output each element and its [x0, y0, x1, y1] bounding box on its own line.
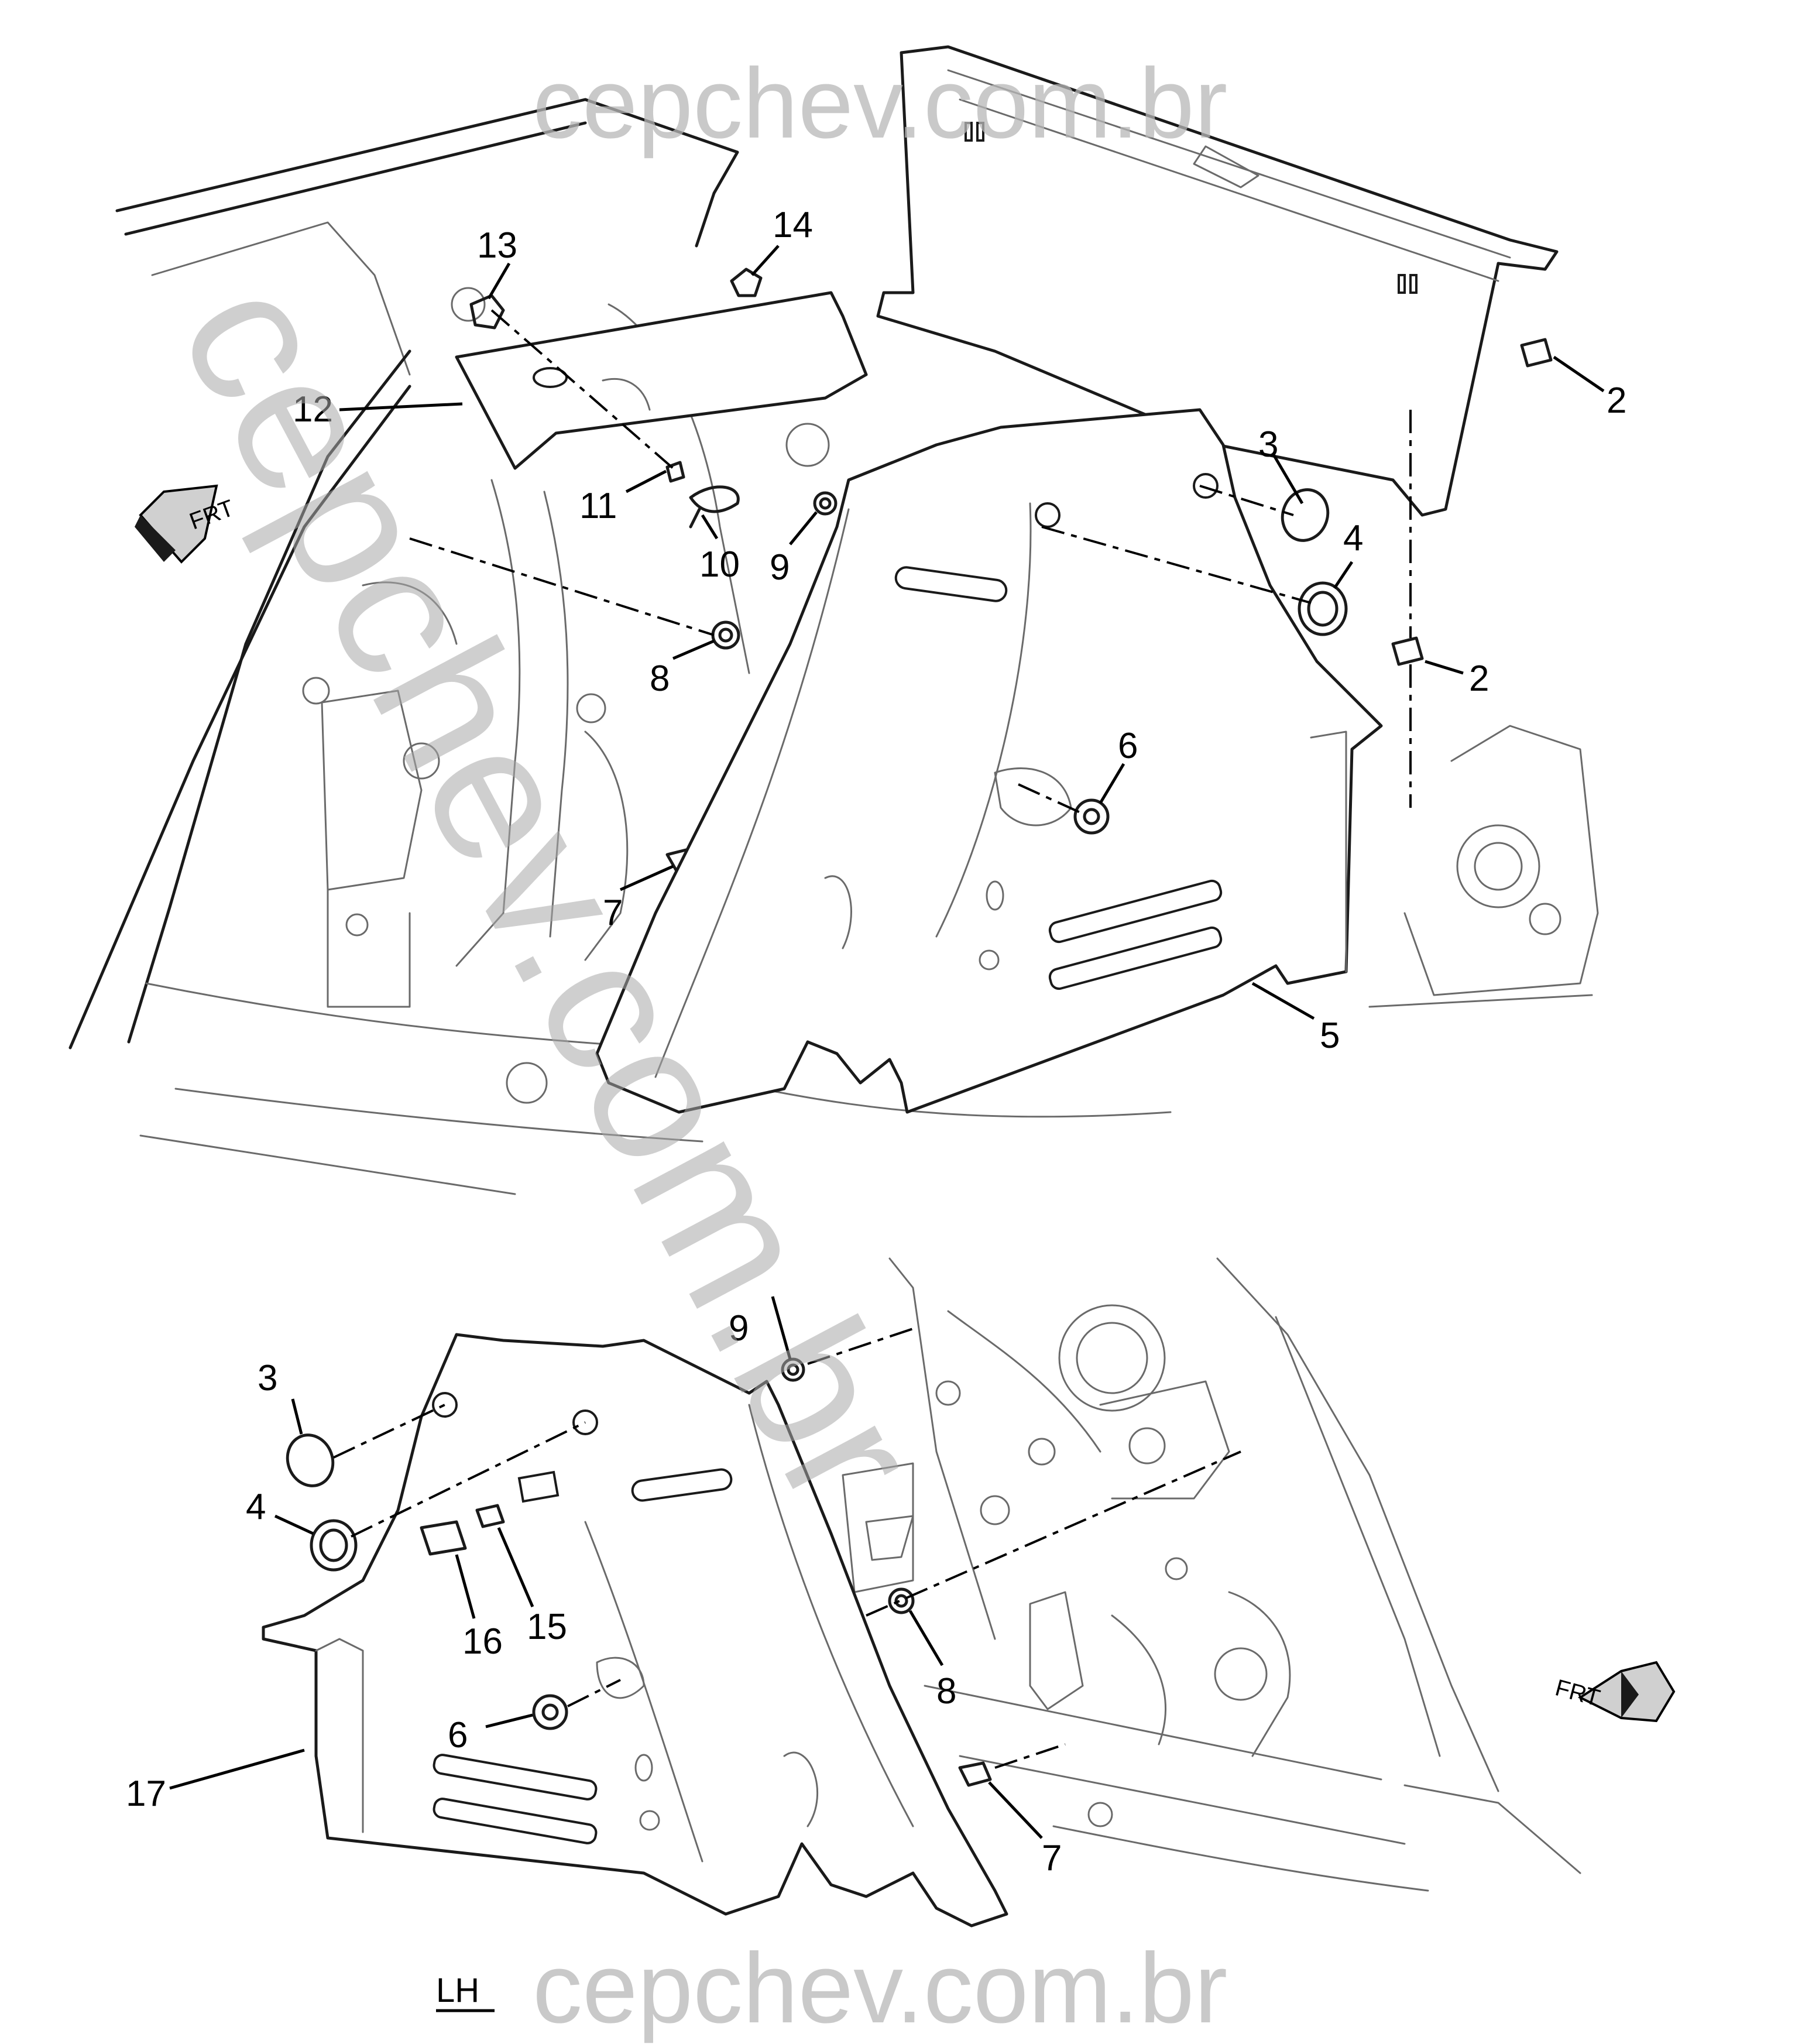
callout-12: 12: [293, 389, 333, 430]
part-5-quarter-trim-panel: [595, 408, 1383, 1114]
part-2-clip-upper: [1520, 338, 1553, 368]
callout-5: 5: [1320, 1016, 1340, 1056]
callout-8-lower: 8: [936, 1671, 956, 1712]
part-3-lower-cap: [286, 1433, 335, 1487]
part-3-upper-cap: [1281, 488, 1330, 542]
part-4-upper-grommet: [1298, 581, 1348, 636]
callout-13: 13: [477, 225, 517, 266]
callout-2-upper: 2: [1607, 380, 1626, 421]
upper-assembly: FRT: [68, 45, 1599, 1195]
watermark-bottom: cepchev.com.br: [533, 1933, 1227, 2044]
part-8-upper-grommet: [711, 620, 740, 650]
part-2-clip-lower: [1391, 636, 1424, 666]
part-10-retainer: [689, 485, 740, 529]
frt-label-lower: FRT: [1553, 1675, 1603, 1711]
leader-lines: [169, 245, 1605, 1839]
part-14-clip: [730, 267, 763, 297]
callout-7-upper: 7: [603, 893, 623, 933]
callout-6-upper: 6: [1118, 726, 1138, 766]
front-direction-arrow-upper: FRT: [135, 484, 237, 564]
callout-8-upper: 8: [650, 659, 670, 699]
callout-17: 17: [126, 1774, 166, 1814]
part-17-quarter-trim-panel: [262, 1333, 1008, 1928]
lower-assembly-lines: [333, 1328, 1241, 1769]
callout-3-lower: 3: [258, 1358, 277, 1398]
callout-4-upper: 4: [1343, 518, 1363, 558]
part-4-lower-grommet: [310, 1519, 358, 1572]
callout-4-lower: 4: [246, 1487, 266, 1527]
callout-14: 14: [773, 205, 813, 245]
part-13-clip: [469, 294, 505, 330]
part-9-lower-grommet: [781, 1357, 805, 1382]
callout-6-lower: 6: [448, 1715, 468, 1755]
part-11-fastener: [665, 461, 685, 483]
rear-closeout-panel: [876, 45, 1559, 517]
part-12-upper-trim: [455, 291, 868, 470]
part-9-upper-grommet: [813, 491, 838, 516]
part-15-clip: [475, 1504, 505, 1528]
watermark-top: cepchev.com.br: [533, 48, 1227, 159]
part-7-lower-clip: [958, 1761, 992, 1787]
callout-7-lower: 7: [1042, 1838, 1062, 1878]
part-8-lower-grommet: [888, 1587, 915, 1614]
callout-numbers: 2 2 3 4 5 6 7 8 9 10 11 12 13 14 9 3 4 1…: [126, 205, 1626, 1878]
part-6-upper-fastener: [1073, 798, 1110, 835]
callout-3-upper: 3: [1258, 424, 1278, 465]
part-16-cover: [420, 1520, 467, 1556]
lower-body-structure: [842, 1257, 1581, 1892]
upper-assembly-lines: [409, 309, 1412, 815]
lower-assembly: FRT: [262, 1257, 1676, 1928]
callout-16: 16: [462, 1621, 503, 1662]
callout-15: 15: [527, 1607, 567, 1647]
callout-11: 11: [579, 486, 617, 526]
front-direction-arrow-lower: FRT: [1553, 1661, 1676, 1723]
part-6-lower-fastener: [532, 1694, 568, 1730]
side-label: LH: [436, 1971, 495, 2012]
lh-label: LH: [436, 1971, 479, 2009]
callout-2-lower: 2: [1469, 659, 1489, 699]
callout-10: 10: [699, 544, 740, 585]
callout-9-lower: 9: [729, 1308, 749, 1349]
callout-9-upper: 9: [770, 547, 790, 588]
